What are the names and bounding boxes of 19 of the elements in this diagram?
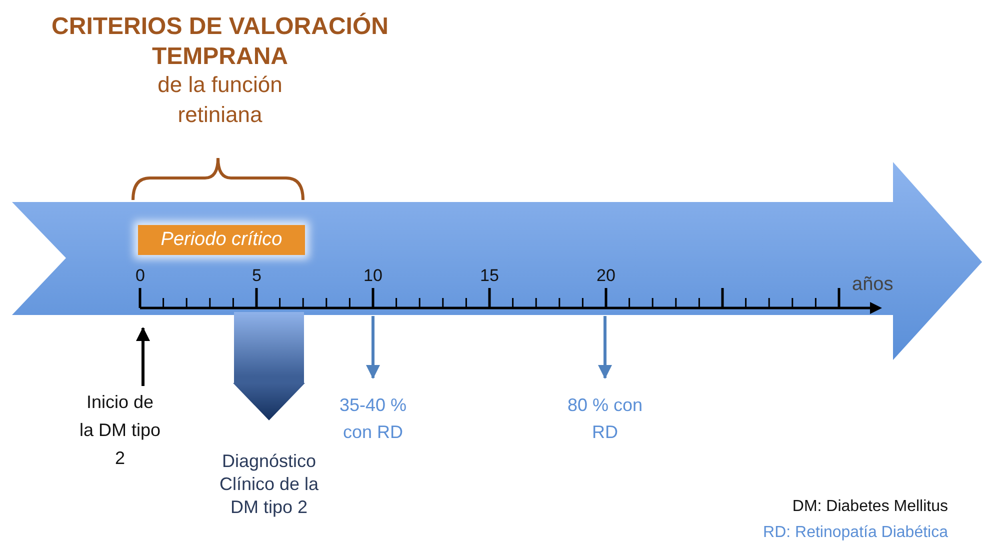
- arrow: [366, 316, 380, 379]
- tick-label: 0: [136, 266, 145, 286]
- block-arrow: [233, 312, 305, 420]
- subheading: de la función retiniana: [156, 71, 284, 129]
- arrow: [598, 316, 612, 379]
- tick-label: 5: [252, 266, 262, 286]
- event-note: Inicio de la DM tipo 2: [77, 388, 163, 472]
- tick-label: 20: [596, 266, 616, 286]
- abbreviation-note: RD: Retinopatía Diabética: [763, 524, 948, 542]
- tick-label: 10: [364, 266, 382, 286]
- axis-unit-label: años: [852, 274, 894, 296]
- statistic-note: 80 % con RD: [565, 392, 645, 446]
- event-note: Diagnóstico Clínico de la DM tipo 2: [219, 450, 319, 519]
- statistic-note: 35-40 % con RD: [333, 392, 413, 446]
- heading: CRITERIOS DE VALORACIÓN TEMPRANA: [50, 12, 390, 72]
- period-label-box: Periodo crítico: [138, 225, 305, 255]
- tick-label: 15: [480, 266, 499, 286]
- abbreviation-note: DM: Diabetes Mellitus: [792, 498, 948, 516]
- arrow: [136, 327, 150, 386]
